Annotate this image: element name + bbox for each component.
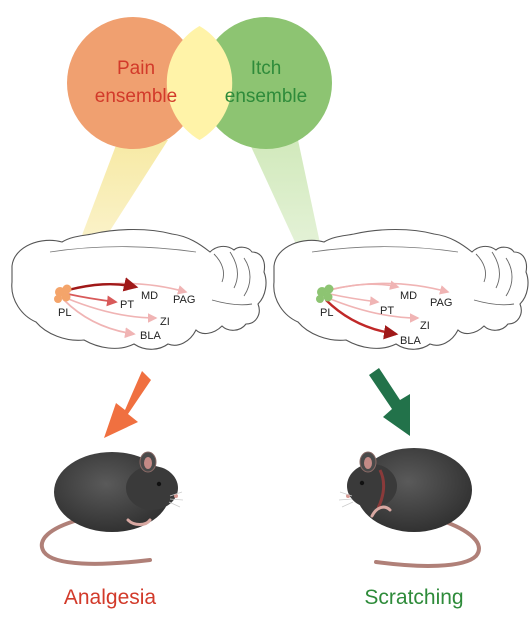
right-label-pag: PAG (430, 297, 452, 309)
left-mouse-nose (174, 494, 178, 498)
itch-label-line1: Itch (251, 58, 282, 79)
right-projection-zi (327, 297, 420, 323)
right-mouse-ear-inner (364, 457, 372, 469)
left-mouse-whiskers (168, 491, 184, 508)
left-projection-md (67, 277, 139, 292)
right-mouse-eye (359, 480, 365, 486)
venn-overlap (166, 26, 233, 140)
left-cerebellum-folds (211, 251, 253, 306)
pain-label-line2: ensemble (95, 86, 177, 107)
right-label-zi: ZI (420, 320, 430, 332)
right-label-bla: BLA (400, 335, 421, 347)
right-mouse-whiskers (338, 491, 354, 508)
left-cortex-line (49, 246, 197, 253)
left-label-bla: BLA (140, 330, 161, 342)
right-brain-diagram: PL MD PT PAG ZI BLA (273, 228, 529, 350)
right-mouse-paw (370, 505, 392, 518)
left-mouse-ear-inner (144, 457, 152, 469)
left-label-zi: ZI (160, 316, 170, 328)
left-label-pt: PT (120, 299, 134, 311)
right-label-pt: PT (380, 305, 394, 317)
left-mouse-paw (126, 518, 152, 526)
itch-ensemble-circle (200, 17, 332, 149)
left-mouse-illustration (40, 451, 184, 566)
left-brain-outline (11, 228, 267, 350)
right-cerebellum-folds (473, 251, 515, 306)
right-mouse-illustration (338, 448, 481, 568)
right-projection-bla (325, 299, 399, 340)
right-projection-md (329, 280, 400, 291)
right-label-pl: PL (320, 307, 333, 319)
analgesia-arrow (104, 371, 151, 438)
right-pl-source (316, 284, 334, 303)
left-mouse-eye (156, 481, 162, 487)
left-projection-bla (63, 299, 136, 339)
left-mouse-tail (40, 518, 152, 566)
right-mouse-tail (374, 518, 481, 568)
pain-ensemble-circle (67, 17, 199, 149)
left-projection-zi (65, 297, 158, 323)
pain-label-line1: Pain (117, 58, 155, 79)
left-brain-diagram: PL MD PT PAG ZI BLA (11, 228, 267, 350)
left-label-md: MD (141, 290, 158, 302)
right-label-md: MD (400, 290, 417, 302)
left-mouse-head (126, 466, 178, 510)
scratching-label: Scratching (364, 586, 463, 609)
left-label-pag: PAG (173, 294, 195, 306)
left-label-pl: PL (58, 307, 71, 319)
left-pl-source (54, 284, 72, 303)
analgesia-label: Analgesia (64, 586, 157, 609)
right-mouse-scratch-mark (376, 469, 386, 509)
venn-diagram: Pain ensemble Itch ensemble (67, 17, 332, 149)
scratching-arrow (369, 368, 410, 436)
right-mouse-head (347, 464, 397, 508)
left-projection-pt (67, 293, 118, 307)
right-brain-outline (273, 228, 529, 350)
right-cortex-line (311, 246, 459, 253)
itch-label-line2: ensemble (225, 86, 307, 107)
right-projection-pt (329, 293, 380, 306)
